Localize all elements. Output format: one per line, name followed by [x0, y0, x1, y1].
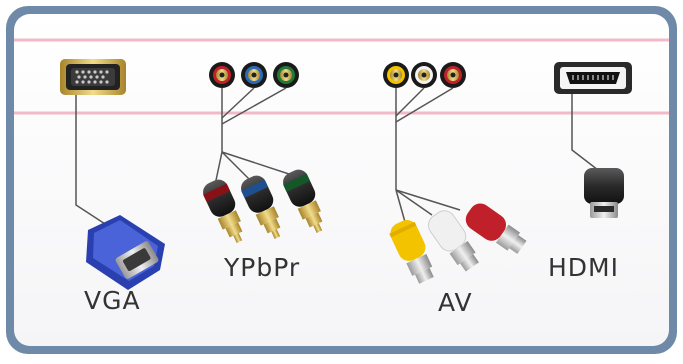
vga-plug: [86, 215, 165, 290]
av-ports: [383, 62, 466, 88]
ypbpr-label: YPbPr: [224, 253, 301, 282]
hdmi-port: [554, 62, 632, 94]
vga-label: VGA: [84, 286, 141, 315]
av-lines: [395, 87, 461, 223]
hdmi-label: HDMI: [548, 253, 619, 282]
ypbpr-plugs: [203, 169, 323, 243]
hdmi-line: [571, 94, 599, 171]
ypbpr-ports: [209, 62, 299, 88]
ypbpr-lines: [214, 87, 293, 186]
av-plugs: [389, 203, 527, 284]
vga-port: [60, 59, 126, 95]
av-label: AV: [438, 288, 473, 317]
hdmi-plug: [584, 168, 624, 218]
inner-panel: [14, 14, 669, 346]
